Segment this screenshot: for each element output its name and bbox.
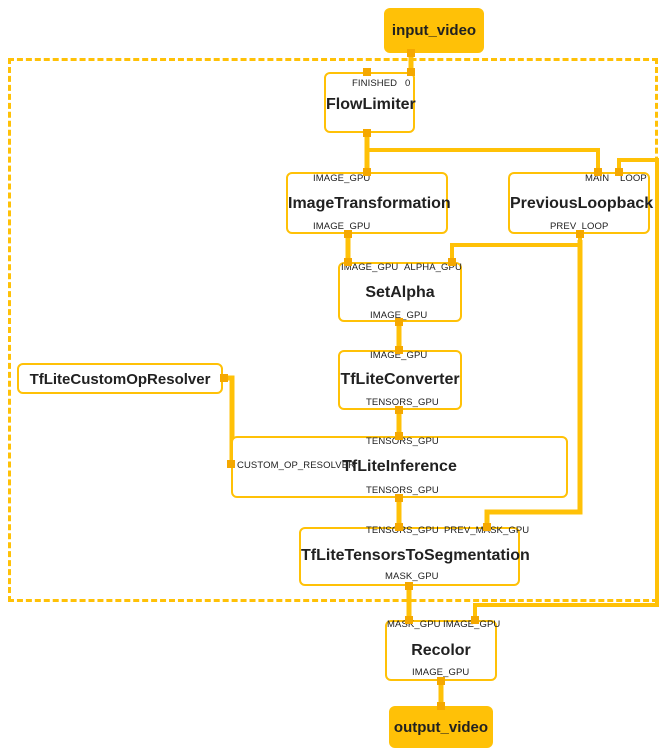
port-tts-in-tensors[interactable] bbox=[395, 523, 403, 531]
node-tflite-custom-op-resolver[interactable]: TfLiteCustomOpResolver bbox=[17, 363, 223, 394]
io-tflite-converter-out: TENSORS_GPU bbox=[366, 397, 439, 408]
port-image-transformation-in[interactable] bbox=[363, 168, 371, 176]
port-input-video-out[interactable] bbox=[407, 49, 415, 57]
port-tflite-converter-out[interactable] bbox=[395, 406, 403, 414]
io-tflite-inference-in-resolver: CUSTOM_OP_RESOLVER bbox=[237, 460, 356, 471]
port-tflite-custom-op-resolver-out[interactable] bbox=[220, 374, 228, 382]
node-recolor-title: Recolor bbox=[411, 642, 471, 659]
port-set-alpha-in-alpha[interactable] bbox=[448, 258, 456, 266]
io-previous-loopback-in-loop: LOOP bbox=[620, 173, 647, 184]
subgraph-dashed-boundary bbox=[8, 58, 658, 602]
port-tflite-inference-in-resolver[interactable] bbox=[227, 460, 235, 468]
io-tflite-inference-out: TENSORS_GPU bbox=[366, 485, 439, 496]
io-tflite-converter-in: IMAGE_GPU bbox=[370, 350, 428, 361]
node-set-alpha-title: SetAlpha bbox=[365, 284, 435, 301]
port-tflite-inference-out[interactable] bbox=[395, 494, 403, 502]
port-flow-limiter-out[interactable] bbox=[363, 129, 371, 137]
port-output-video-in[interactable] bbox=[437, 702, 445, 710]
node-set-alpha[interactable]: SetAlpha bbox=[338, 262, 462, 322]
port-recolor-in-image[interactable] bbox=[471, 616, 479, 624]
port-tts-out-mask[interactable] bbox=[405, 582, 413, 590]
node-image-transformation[interactable]: ImageTransformation bbox=[286, 172, 451, 234]
terminal-input-video-label: input_video bbox=[391, 22, 477, 39]
port-flow-limiter-in-finished[interactable] bbox=[363, 68, 371, 76]
port-tflite-converter-in[interactable] bbox=[395, 346, 403, 354]
port-previous-loopback-in-main[interactable] bbox=[594, 168, 602, 176]
node-flow-limiter[interactable]: FlowLimiter bbox=[324, 72, 416, 133]
port-recolor-out[interactable] bbox=[437, 677, 445, 685]
io-set-alpha-in-alpha: ALPHA_GPU bbox=[404, 262, 462, 273]
port-recolor-in-mask[interactable] bbox=[405, 616, 413, 624]
node-tflite-converter[interactable]: TfLiteConverter bbox=[338, 350, 462, 410]
io-recolor-in-mask: MASK_GPU bbox=[387, 619, 441, 630]
terminal-output-video[interactable]: output_video bbox=[389, 706, 493, 748]
node-image-transformation-title: ImageTransformation bbox=[288, 195, 451, 212]
io-set-alpha-in-image: IMAGE_GPU bbox=[341, 262, 399, 273]
port-tflite-inference-in-tensors[interactable] bbox=[395, 432, 403, 440]
io-flow-limiter-in-finished: FINISHED bbox=[352, 78, 398, 89]
node-tflite-custom-op-resolver-title: TfLiteCustomOpResolver bbox=[29, 371, 211, 388]
port-set-alpha-in-image[interactable] bbox=[344, 258, 352, 266]
node-tflite-tensors-to-segmentation-title: TfLiteTensorsToSegmentation bbox=[301, 547, 530, 564]
port-previous-loopback-out[interactable] bbox=[576, 230, 584, 238]
node-tflite-converter-title: TfLiteConverter bbox=[340, 371, 460, 388]
port-previous-loopback-in-loop[interactable] bbox=[615, 168, 623, 176]
io-set-alpha-out: IMAGE_GPU bbox=[370, 310, 428, 321]
terminal-input-video[interactable]: input_video bbox=[384, 8, 484, 53]
io-image-transformation-in: IMAGE_GPU bbox=[313, 173, 371, 184]
terminal-output-video-label: output_video bbox=[393, 718, 489, 736]
port-set-alpha-out[interactable] bbox=[395, 318, 403, 326]
io-recolor-out: IMAGE_GPU bbox=[412, 667, 470, 678]
io-recolor-in-image: IMAGE_GPU bbox=[443, 619, 501, 630]
node-flow-limiter-title: FlowLimiter bbox=[326, 96, 416, 113]
io-image-transformation-out: IMAGE_GPU bbox=[313, 221, 371, 232]
node-recolor[interactable]: Recolor bbox=[385, 620, 497, 681]
io-tts-out-mask: MASK_GPU bbox=[385, 571, 439, 582]
port-flow-limiter-in-0[interactable] bbox=[407, 68, 415, 76]
io-flow-limiter-in-0: 0 bbox=[405, 78, 411, 89]
port-image-transformation-out[interactable] bbox=[344, 230, 352, 238]
node-previous-loopback-title: PreviousLoopback bbox=[510, 195, 654, 212]
io-tflite-inference-in-tensors: TENSORS_GPU bbox=[366, 436, 439, 447]
port-tts-in-prev-mask[interactable] bbox=[483, 523, 491, 531]
node-tflite-inference-title: TfLiteInference bbox=[342, 458, 457, 475]
